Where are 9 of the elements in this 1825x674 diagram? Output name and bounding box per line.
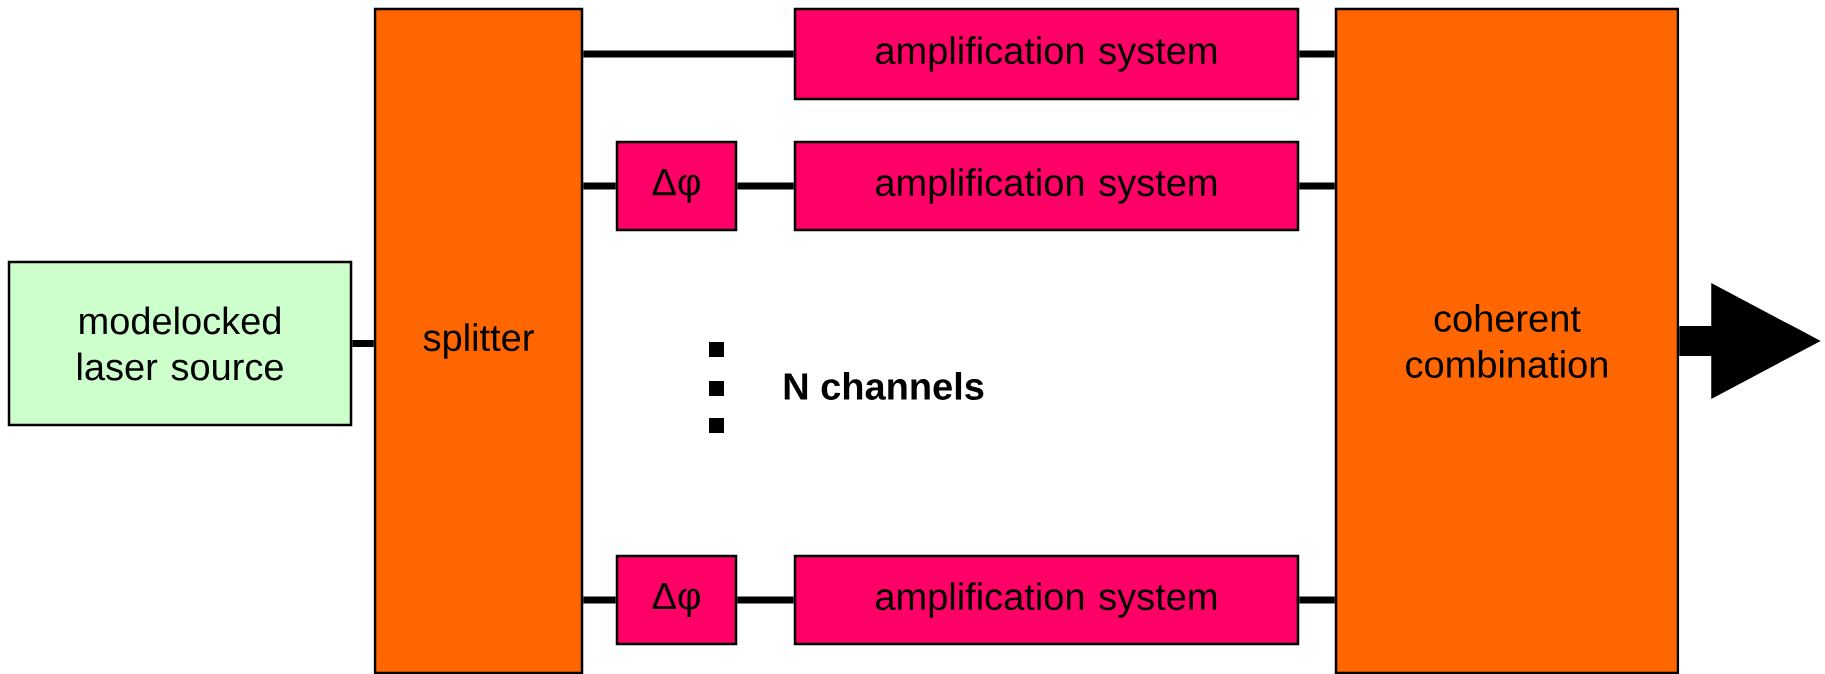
phase-shifter-box: Δφ xyxy=(615,140,738,232)
splitter-box: splitter xyxy=(373,7,584,674)
source-box: modelocked laser source xyxy=(7,260,353,427)
phase-shifter-box: Δφ xyxy=(615,554,738,646)
amplifier-box: amplification system xyxy=(793,7,1300,101)
amplifier-box: amplification system xyxy=(793,554,1300,646)
channel-count-label: N channels xyxy=(784,372,984,400)
amplifier-box: amplification system xyxy=(793,140,1300,232)
combiner-box: coherent combination xyxy=(1334,7,1680,674)
